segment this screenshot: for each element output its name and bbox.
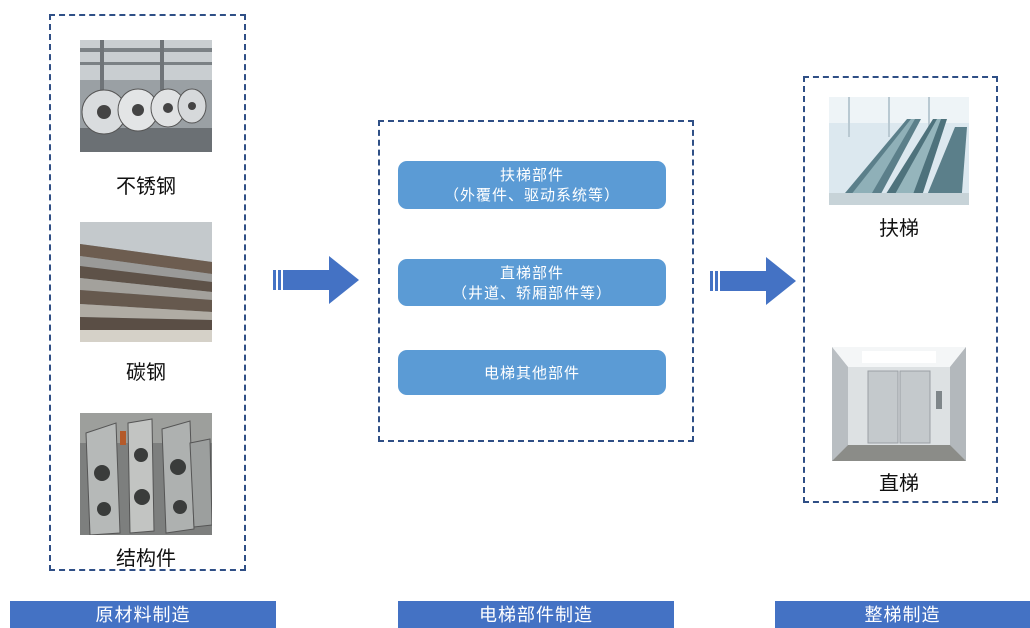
carbon-steel-label: 碳钢: [126, 360, 166, 384]
flow-arrow-right-icon: [273, 256, 359, 304]
components-frame: [378, 120, 694, 442]
stainless-steel-image: [80, 40, 212, 152]
stage-whole-elevator-bar: 整梯制造: [775, 601, 1030, 628]
carbon-steel-image: [80, 222, 212, 342]
structural-parts-label: 结构件: [116, 546, 176, 570]
flow-arrow-right-icon: [710, 257, 796, 305]
raw-materials-frame: [49, 14, 246, 571]
products-frame: [803, 76, 998, 503]
elevator-image: [832, 347, 966, 461]
elevator-label: 直梯: [879, 471, 919, 495]
stainless-steel-label: 不锈钢: [116, 174, 176, 198]
elevator-parts-detail: （井道、轿厢部件等）: [451, 283, 612, 302]
elevator-parts-title: 直梯部件: [499, 263, 564, 282]
structural-parts-image: [80, 413, 212, 535]
other-parts-title: 电梯其他部件: [483, 363, 580, 382]
escalator-parts-detail: （外覆件、驱动系统等）: [443, 186, 620, 204]
escalator-label: 扶梯: [879, 216, 919, 240]
stage-components-bar: 电梯部件制造: [398, 601, 674, 628]
escalator-image: [829, 97, 969, 205]
escalator-parts-title: 扶梯部件: [499, 166, 564, 184]
stage-raw-materials-bar: 原材料制造: [10, 601, 276, 628]
other-elevator-parts-button[interactable]: 电梯其他部件: [398, 350, 666, 395]
escalator-parts-button[interactable]: 扶梯部件 （外覆件、驱动系统等）: [398, 161, 666, 209]
elevator-parts-button[interactable]: 直梯部件 （井道、轿厢部件等）: [398, 259, 666, 306]
